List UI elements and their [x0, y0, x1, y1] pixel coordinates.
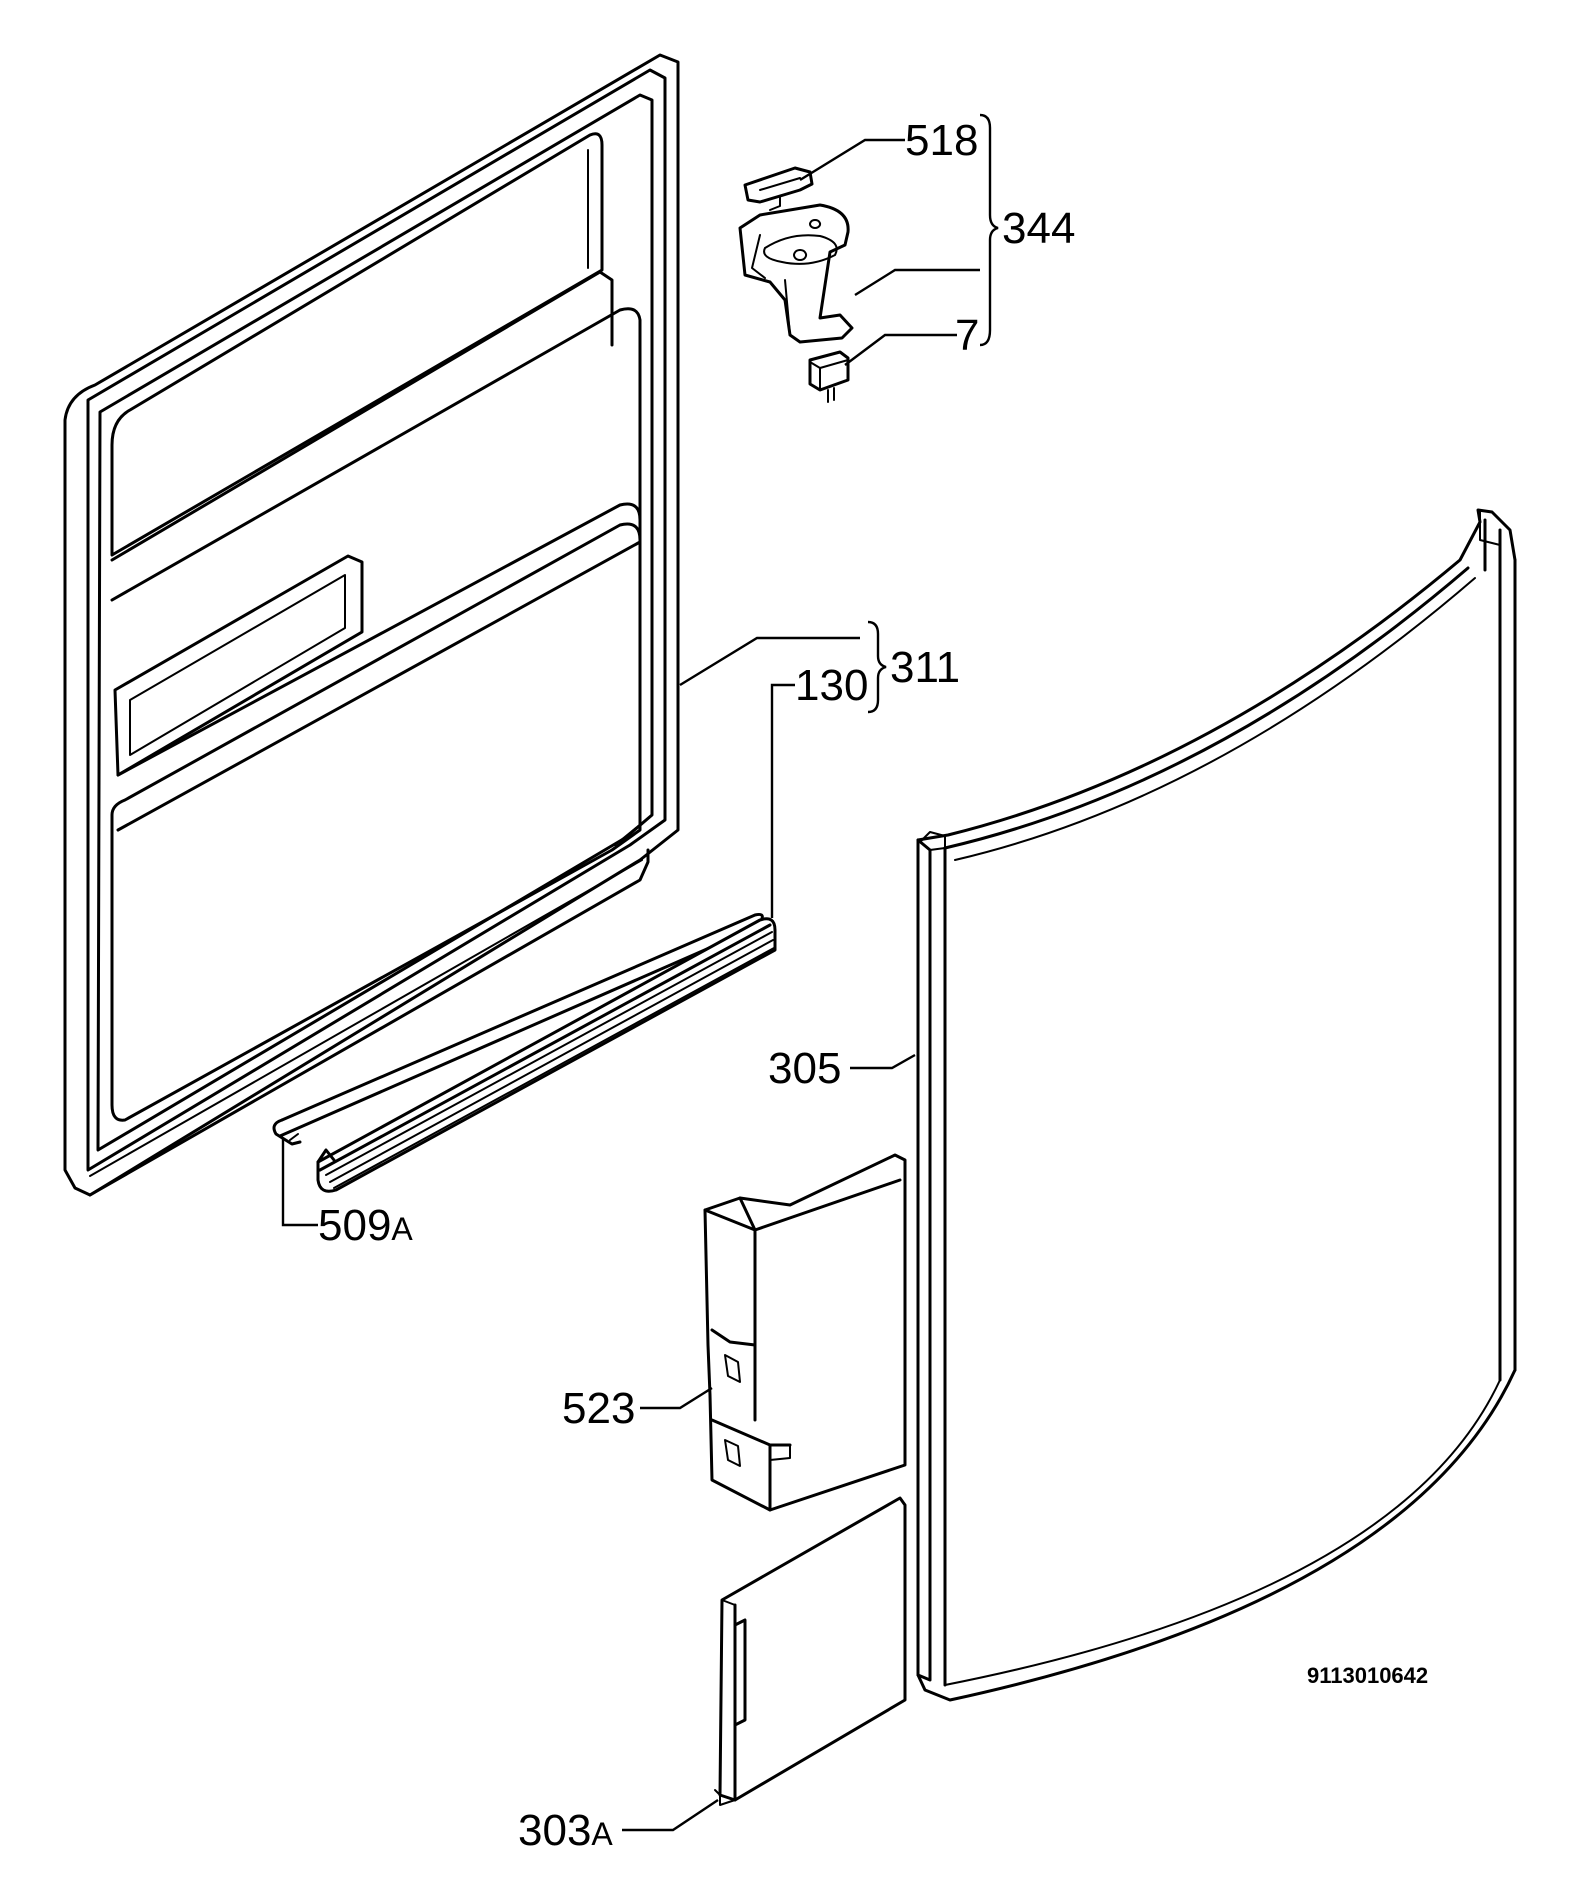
label-7: 7: [955, 311, 979, 360]
label-518: 518: [905, 116, 978, 165]
outer-door-panel-305[interactable]: [916, 508, 1517, 1702]
label-344: 344: [1002, 204, 1075, 253]
door-lock-body[interactable]: [738, 203, 854, 344]
part-labels: 518 344 7 311 130 305 509A 523 303A: [318, 116, 1075, 1855]
insulation-block-523[interactable]: [703, 1153, 907, 1512]
label-303a: 303A: [518, 1806, 613, 1855]
brace-344: [979, 113, 999, 347]
door-seal-130[interactable]: [316, 917, 777, 1193]
assembly-braces: [867, 113, 999, 714]
label-130: 130: [795, 661, 868, 710]
leader-lines: [281, 138, 980, 1832]
label-305: 305: [768, 1044, 841, 1093]
brace-311: [867, 620, 887, 714]
label-311: 311: [890, 643, 960, 692]
document-number: 9113010642: [1307, 1663, 1428, 1688]
inner-door-panel[interactable]: [63, 53, 680, 1197]
label-523: 523: [562, 1384, 635, 1433]
lock-cover-518[interactable]: [743, 166, 814, 211]
kick-plate-303a[interactable]: [714, 1496, 907, 1806]
microswitch-7[interactable]: [808, 350, 850, 403]
label-509a: 509A: [318, 1201, 413, 1250]
